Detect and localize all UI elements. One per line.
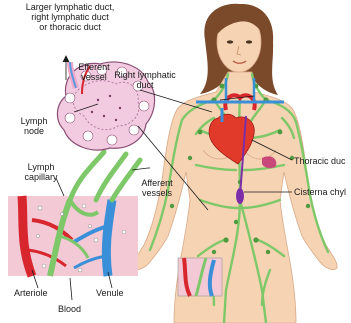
- label-lymph-node-line1: Lymph: [14, 116, 54, 126]
- label-lymph-capillary-line2: capillary: [18, 172, 64, 182]
- label-lymph-capillary-line1: Lymph: [18, 162, 64, 172]
- thigh-inset: [178, 258, 222, 296]
- label-larger-lymphatic-duct-line1: Larger lymphatic duct,: [10, 2, 130, 12]
- cisterna-chyli: [236, 188, 244, 204]
- right-eye: [246, 40, 252, 43]
- label-arteriole: Arteriole: [14, 288, 48, 298]
- label-lymph-node: Lymph node: [14, 116, 54, 136]
- label-larger-lymphatic-duct: Larger lymphatic duct, right lymphatic d…: [10, 2, 130, 32]
- left-eye: [227, 40, 233, 43]
- label-afferent-vessels: Afferent vessels: [132, 178, 182, 198]
- label-blood: Blood: [58, 304, 81, 314]
- label-thoracic-duct: Thoracic duc: [294, 156, 346, 166]
- venule-vessel: [106, 200, 112, 276]
- label-larger-lymphatic-duct-line3: or thoracic duct: [10, 22, 130, 32]
- label-right-lymphatic-duct: Right lymphatic duct: [108, 70, 182, 90]
- tissue-inset: [8, 196, 138, 276]
- afferent-lymph-vessels: [70, 152, 140, 200]
- label-larger-lymphatic-duct-line2: right lymphatic duct: [10, 12, 130, 22]
- label-lymph-capillary: Lymph capillary: [18, 162, 64, 182]
- label-venule: Venule: [96, 288, 124, 298]
- label-afferent-line1: Afferent: [132, 178, 182, 188]
- label-lymph-node-line2: node: [14, 126, 54, 136]
- label-cisterna-chyli: Cisterna chyl: [294, 187, 346, 197]
- label-right-duct-line1: Right lymphatic: [108, 70, 182, 80]
- label-right-duct-line2: duct: [108, 80, 182, 90]
- label-afferent-line2: vessels: [132, 188, 182, 198]
